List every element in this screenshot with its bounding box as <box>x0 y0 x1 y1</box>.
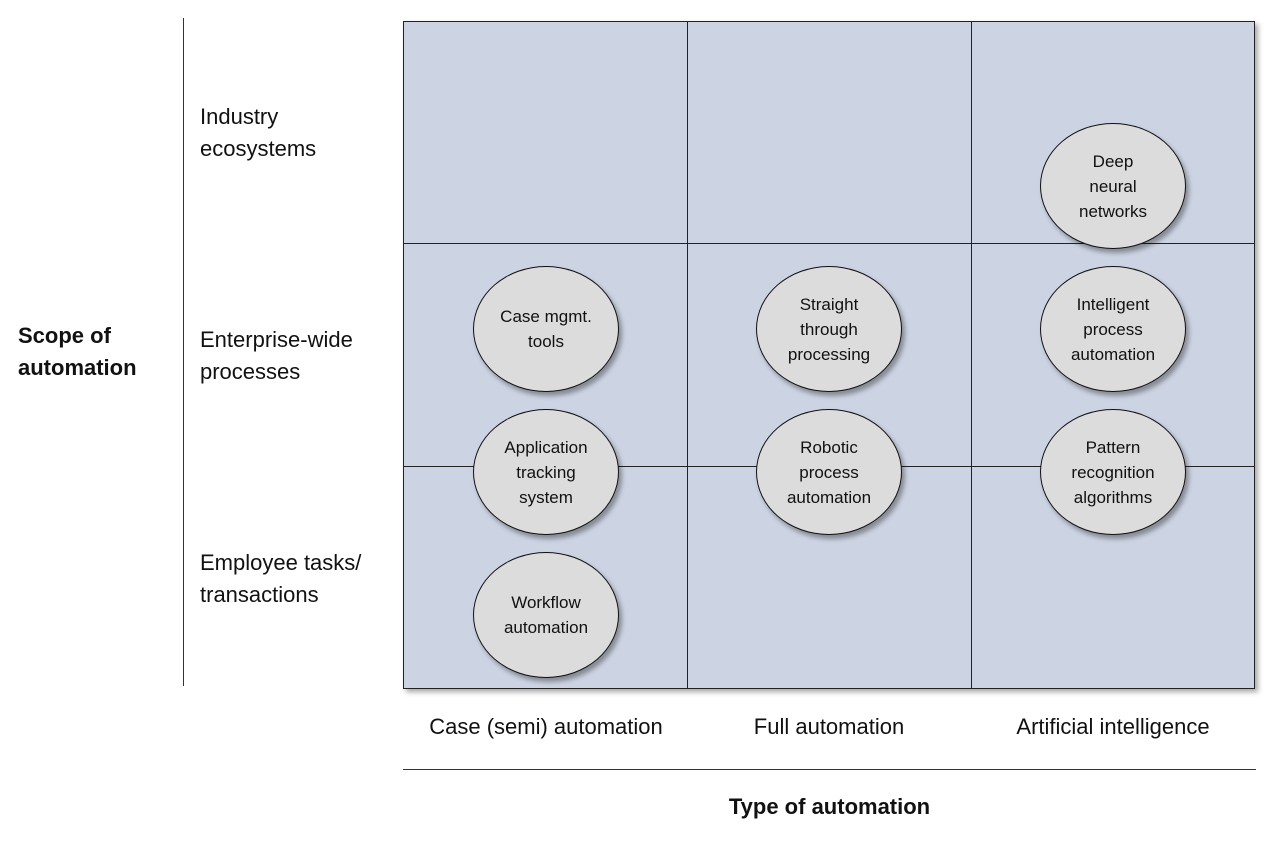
column-label-full-automation: Full automation <box>753 714 905 739</box>
node-application-tracking-system: Application tracking system <box>473 409 619 535</box>
row-label-enterprise-wide-processes: Enterprise-wide processes <box>200 327 353 384</box>
y-axis-title: Scope of automation <box>18 323 137 380</box>
grid-column-divider <box>687 22 688 688</box>
node-case-mgmt-tools: Case mgmt. tools <box>473 266 619 392</box>
y-axis-line <box>183 18 184 686</box>
node-pattern-recognition-algorithms: Pattern recognition algorithms <box>1040 409 1186 535</box>
x-axis-title: Type of automation <box>728 794 931 819</box>
node-workflow-automation: Workflow automation <box>473 552 619 678</box>
grid-column-divider <box>971 22 972 688</box>
row-label-employee-tasks: Employee tasks/ transactions <box>200 550 362 607</box>
grid-row-divider <box>404 243 1254 244</box>
x-axis-line <box>403 769 1256 770</box>
column-label-case-semi-automation: Case (semi) automation <box>429 714 663 739</box>
node-deep-neural-networks: Deep neural networks <box>1040 123 1186 249</box>
column-label-artificial-intelligence: Artificial intelligence <box>1016 714 1210 739</box>
node-straight-through-processing: Straight through processing <box>756 266 902 392</box>
node-intelligent-process-automation: Intelligent process automation <box>1040 266 1186 392</box>
node-robotic-process-automation: Robotic process automation <box>756 409 902 535</box>
row-label-industry-ecosystems: Industry ecosystems <box>200 104 317 161</box>
